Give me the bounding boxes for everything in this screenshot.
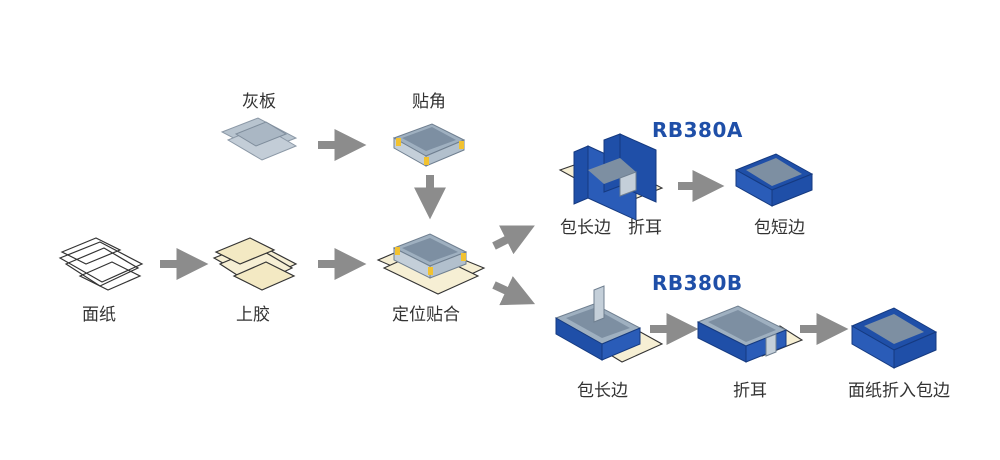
- arrow-paste-to-b: [492, 276, 536, 306]
- glue-paper-illustration: [212, 237, 298, 291]
- model-rb380b: RB380B: [652, 271, 743, 295]
- label-b-wrap-long: 包长边: [577, 381, 628, 401]
- label-b-face-fold-wrap: 面纸折入包边: [848, 381, 950, 401]
- grayboard-illustration: [220, 117, 298, 161]
- a-wrap-long-illustration: [558, 133, 664, 221]
- b-fold-ear-illustration: [696, 305, 804, 363]
- label-a-wrap-long: 包长边: [560, 218, 611, 238]
- label-glue: 上胶: [236, 305, 270, 325]
- b-wrap-long-illustration: [554, 285, 664, 363]
- a-wrap-short-illustration: [734, 153, 814, 207]
- label-a-wrap-short: 包短边: [754, 218, 805, 238]
- face-paper-illustration: [58, 237, 144, 291]
- arrow-paste-to-a: [492, 225, 535, 255]
- label-a-fold-ear: 折耳: [628, 218, 662, 238]
- b-final-box-illustration: [850, 307, 938, 369]
- corner-box-illustration: [392, 123, 466, 167]
- label-b-fold-ear: 折耳: [733, 381, 767, 401]
- label-face-paper: 面纸: [82, 305, 116, 325]
- model-rb380a: RB380A: [652, 118, 743, 142]
- label-corner: 贴角: [412, 92, 446, 112]
- label-position-paste: 定位贴合: [392, 305, 460, 325]
- label-grayboard: 灰板: [242, 92, 276, 112]
- position-paste-illustration: [376, 233, 486, 295]
